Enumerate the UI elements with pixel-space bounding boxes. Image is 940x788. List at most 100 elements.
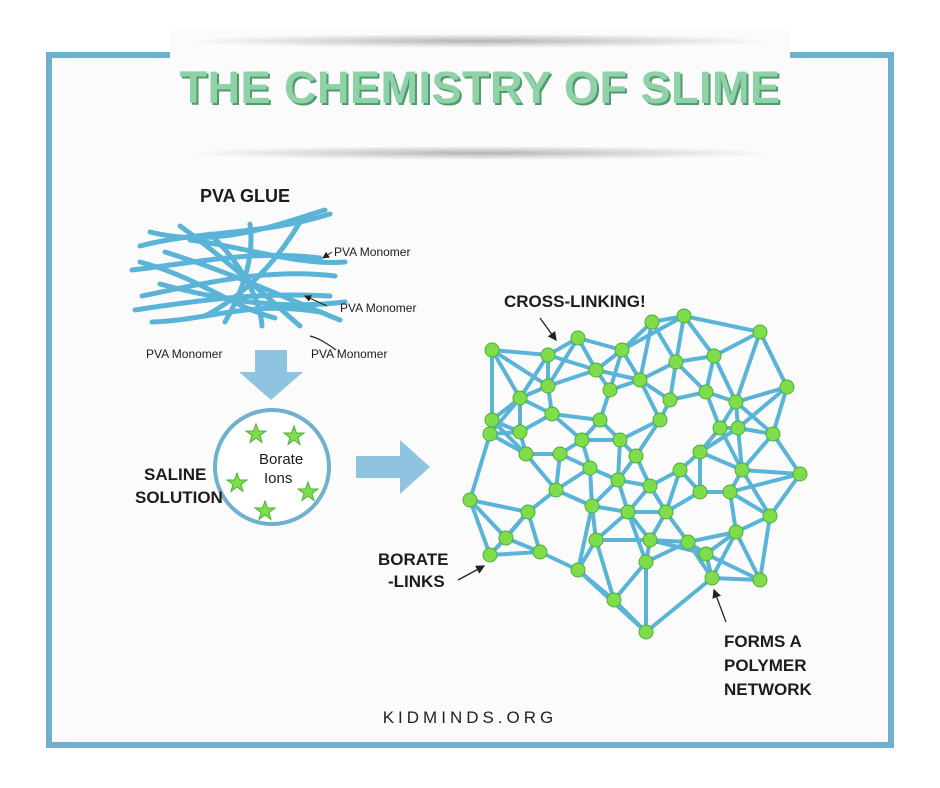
borate-node: [730, 420, 746, 436]
network-strand: [644, 576, 714, 634]
borate-node: [642, 532, 658, 548]
borate-node: [588, 362, 604, 378]
frame-border: [46, 52, 894, 748]
network-strand: [576, 504, 594, 572]
borate-node: [462, 492, 478, 508]
network-strand: [576, 568, 616, 602]
pva-strands: [129, 207, 348, 329]
network-strand: [734, 400, 775, 436]
network-strand: [768, 472, 802, 518]
borate-node: [779, 379, 795, 395]
borate-node: [652, 412, 668, 428]
network-strand: [644, 540, 690, 564]
network-strand: [682, 314, 716, 358]
network-strand: [736, 385, 789, 430]
borate-node: [712, 420, 728, 436]
borate-node: [602, 382, 618, 398]
borate-node: [706, 348, 722, 364]
borate-node: [512, 390, 528, 406]
borate-links-line1: BORATE: [378, 550, 449, 569]
borate-node: [518, 446, 534, 462]
page-title: THE CHEMISTRY OF SLIME: [179, 62, 781, 113]
network-strand: [674, 314, 686, 364]
network-strand: [712, 330, 762, 358]
network-strand: [740, 468, 772, 518]
network-strand: [490, 348, 522, 400]
network-strand: [638, 320, 654, 382]
network-strand: [758, 514, 772, 582]
network-strand: [734, 385, 789, 404]
monomer-label-4: PVA Monomer: [311, 347, 388, 361]
network-pointer: [712, 588, 727, 623]
network-strand: [524, 452, 558, 492]
network-strand: [576, 336, 624, 352]
network-strand: [650, 320, 678, 364]
network-strand: [620, 314, 686, 352]
borate-node: [642, 478, 658, 494]
borate-node: [668, 354, 684, 370]
borate-node: [612, 432, 628, 448]
borate-node: [692, 444, 708, 460]
network-strand: [594, 538, 616, 602]
network-strand: [704, 552, 762, 582]
network-strand: [771, 432, 802, 476]
borate-node: [662, 392, 678, 408]
borate-node: [592, 412, 608, 428]
monomer-pointer-3: [309, 335, 337, 351]
borate-node: [644, 314, 660, 330]
borate-node: [482, 426, 498, 442]
borate-node: [482, 547, 498, 563]
monomer-pointer-1: [322, 251, 333, 259]
borate-node: [520, 504, 536, 520]
monomer-pointer-2: [304, 295, 328, 307]
network-strand: [550, 412, 602, 422]
network-strand: [518, 353, 550, 400]
network-strand: [594, 368, 642, 382]
network-strand: [468, 498, 508, 540]
saline-label-line2: SOLUTION: [135, 488, 223, 507]
title-band: [170, 30, 790, 156]
borate-node: [762, 508, 778, 524]
borate-node: [628, 448, 644, 464]
network-strand: [734, 330, 762, 404]
borate-node: [692, 484, 708, 500]
saline-circle: [213, 408, 331, 526]
borate-node: [752, 324, 768, 340]
borate-node: [498, 530, 514, 546]
network-strand: [740, 432, 775, 472]
network-strand: [490, 348, 550, 357]
borate-node: [552, 446, 568, 462]
borate-ions-line2: Ions: [264, 470, 293, 487]
footer-site: KIDMINDS.ORG: [382, 708, 558, 727]
borate-node: [582, 460, 598, 476]
cross-linking-pointer: [539, 317, 557, 342]
network-strand: [710, 576, 762, 582]
borate-node: [704, 570, 720, 586]
forms-network-line1: FORMS A: [724, 632, 802, 651]
borate-node: [588, 532, 604, 548]
borate-node: [680, 534, 696, 550]
monomer-label-2: PVA Monomer: [340, 301, 417, 315]
borate-node: [638, 554, 654, 570]
network-strand: [728, 490, 772, 518]
network-strand: [468, 498, 530, 514]
network-strand: [490, 348, 550, 388]
forms-network-line3: NETWORK: [724, 680, 812, 699]
borate-node: [606, 592, 622, 608]
monomer-label-1: PVA Monomer: [334, 245, 411, 259]
down-arrow: [239, 350, 303, 400]
borate-node: [584, 498, 600, 514]
borate-node: [570, 562, 586, 578]
network-strand: [758, 330, 789, 389]
network-strand: [682, 314, 762, 334]
borate-node: [676, 308, 692, 324]
borate-node: [752, 572, 768, 588]
borate-node: [614, 342, 630, 358]
forms-network-line2: POLYMER: [724, 656, 807, 675]
borate-node: [620, 504, 636, 520]
pva-glue-heading: PVA GLUE: [200, 186, 291, 206]
network-strand: [718, 426, 744, 472]
network-strand: [740, 468, 802, 476]
borate-node: [792, 466, 808, 482]
